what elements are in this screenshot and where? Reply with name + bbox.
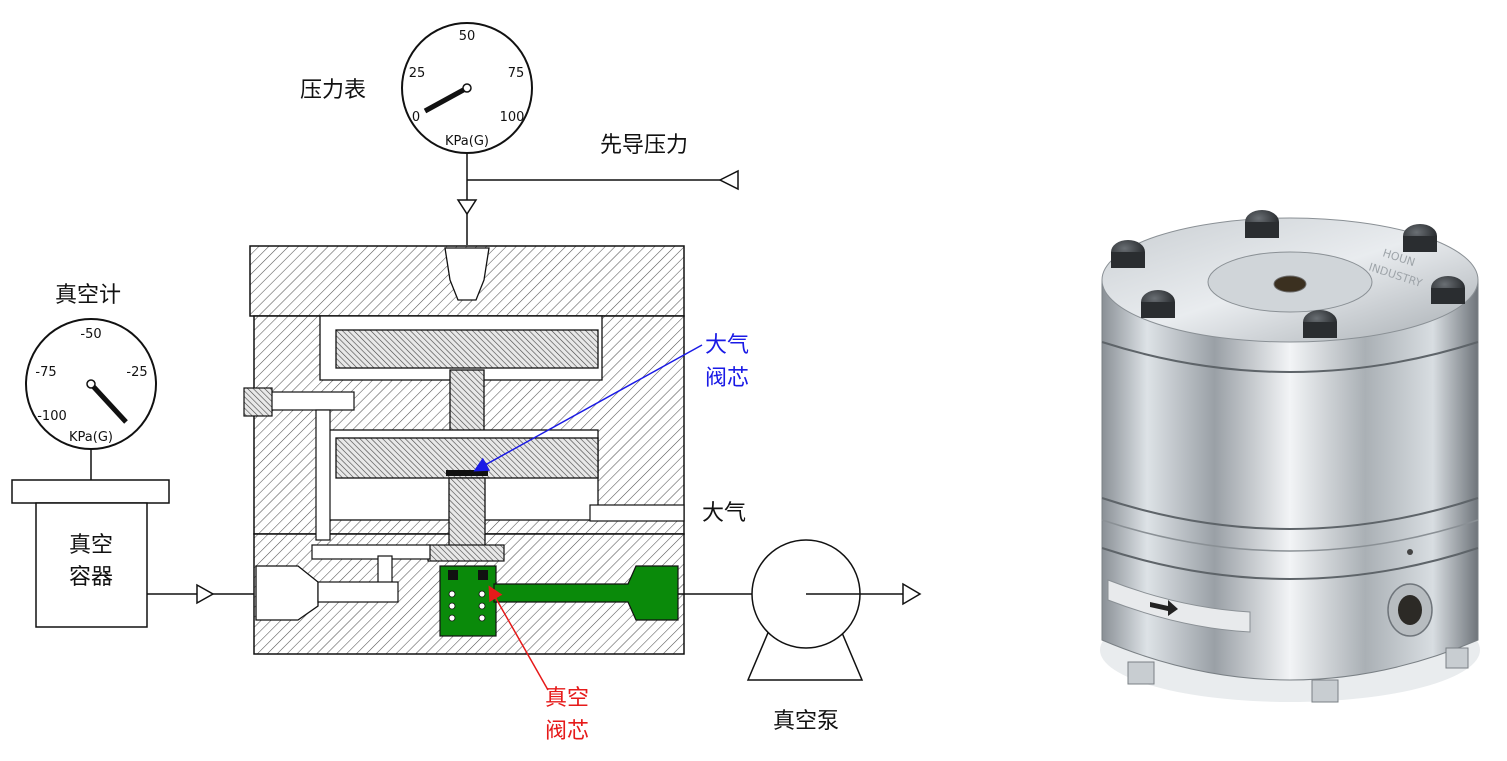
vacuum-container [11, 479, 170, 628]
pressure-gauge: 50 25 75 0 100 KPa(G) [401, 22, 533, 154]
gauge-tick-100: 100 [500, 110, 525, 125]
label-vacuum-meter: 真空计 [55, 283, 121, 308]
valve-cross-section [243, 245, 685, 655]
label-atm-core-1: 大气 [705, 333, 749, 358]
vacuum-passage [439, 565, 679, 637]
gauge-tick-25: 25 [409, 66, 426, 81]
label-vacuum-core-1: 真空 [545, 686, 589, 711]
flow-right-arrow-icon [196, 583, 215, 605]
label-vacuum-container-2: 容器 [69, 565, 113, 590]
gauge-tick-0: 0 [412, 110, 420, 125]
vacuum-tick-50: -50 [80, 327, 101, 342]
gauge-tick-50: 50 [459, 29, 476, 44]
vacuum-tick-100: -100 [37, 409, 67, 424]
gauge-unit: KPa(G) [445, 134, 489, 149]
pilot-line [456, 153, 739, 245]
pilot-inlet-arrow-icon [718, 169, 739, 191]
flow-down-arrow-icon [456, 199, 478, 216]
label-vacuum-pump: 真空泵 [773, 709, 839, 734]
vacuum-tick-25: -25 [126, 365, 147, 380]
label-atmosphere: 大气 [702, 501, 746, 526]
atm-core-pointer [473, 344, 703, 472]
pump-exhaust-arrow-icon [902, 582, 922, 606]
label-pilot-pressure: 先导压力 [600, 133, 688, 158]
label-atm-core-2: 阀芯 [705, 366, 749, 391]
label-vacuum-container-1: 真空 [69, 533, 113, 558]
vacuum-tick-75: -75 [35, 365, 56, 380]
vacuum-gauge: -50 -75 -25 -100 KPa(G) [25, 318, 157, 450]
gauge-needle [423, 85, 469, 114]
flow-direction-arrow-icon [1150, 600, 1178, 616]
vacuum-unit: KPa(G) [69, 430, 113, 445]
vacuum-core-pointer [488, 585, 549, 691]
product-photo: HOUN INDUSTRY [1100, 210, 1480, 703]
label-vacuum-core-2: 阀芯 [545, 719, 589, 744]
vacuum-needle [89, 382, 128, 424]
label-pressure-gauge: 压力表 [300, 78, 366, 103]
bolt-icon [1111, 210, 1465, 338]
vacuum-pump [746, 539, 922, 681]
gauge-tick-75: 75 [508, 66, 525, 81]
